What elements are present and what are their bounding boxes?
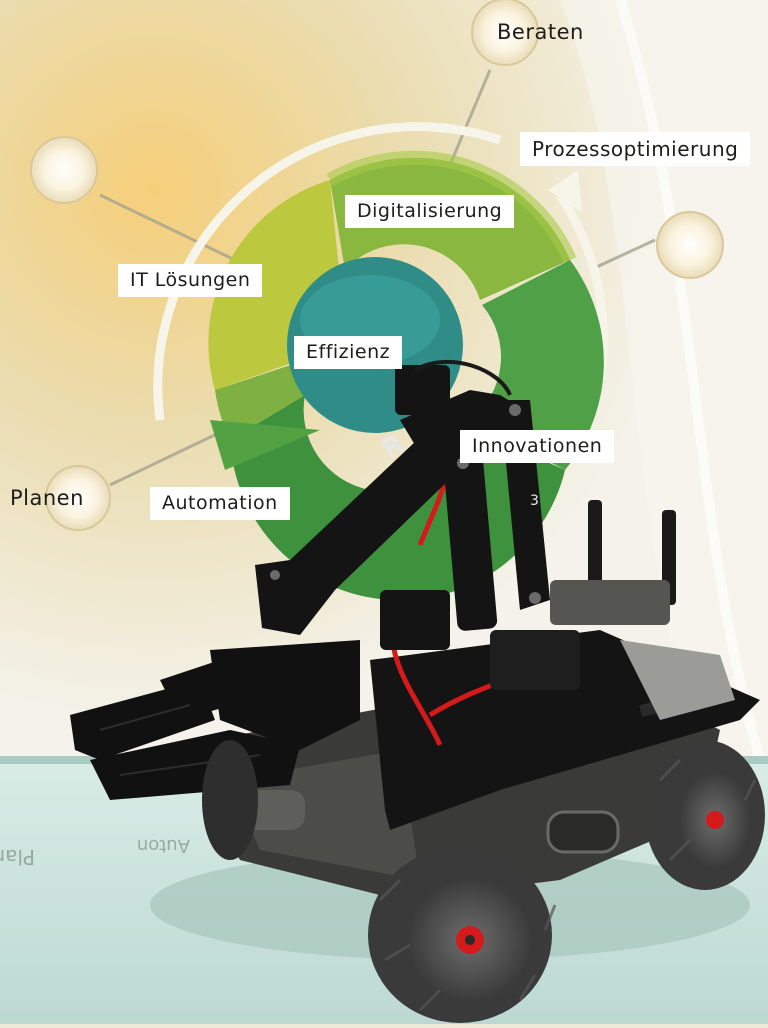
cycle-arrow-ring [153, 122, 502, 421]
wheel-front-left [368, 847, 552, 1023]
robot-arm-number: 3 [530, 493, 539, 509]
label-beraten: Beraten [497, 20, 584, 44]
wheel-front-right [645, 740, 765, 890]
orb-right [656, 211, 724, 279]
label-prozessoptimierung: Prozessoptimierung [520, 132, 751, 166]
label-effizienz: Effizienz [294, 336, 403, 369]
reflection-automation: Auton [137, 835, 190, 856]
wheel-rear-left [202, 740, 258, 860]
reflection-planen: Planen [0, 845, 35, 869]
cycle-arrow-head [548, 170, 582, 212]
label-planen: Planen [10, 486, 84, 510]
orb-top [471, 0, 539, 66]
orb-bottom-left [45, 465, 111, 531]
label-it-loesungen: IT Lösungen [118, 264, 263, 297]
label-innovationen: Innovationen [460, 430, 615, 463]
label-automation: Automation [150, 487, 290, 520]
label-digitalisierung: Digitalisierung [345, 195, 515, 228]
orb-left [30, 136, 98, 204]
antenna-left [588, 500, 602, 585]
robot: R 3 [70, 359, 765, 1023]
